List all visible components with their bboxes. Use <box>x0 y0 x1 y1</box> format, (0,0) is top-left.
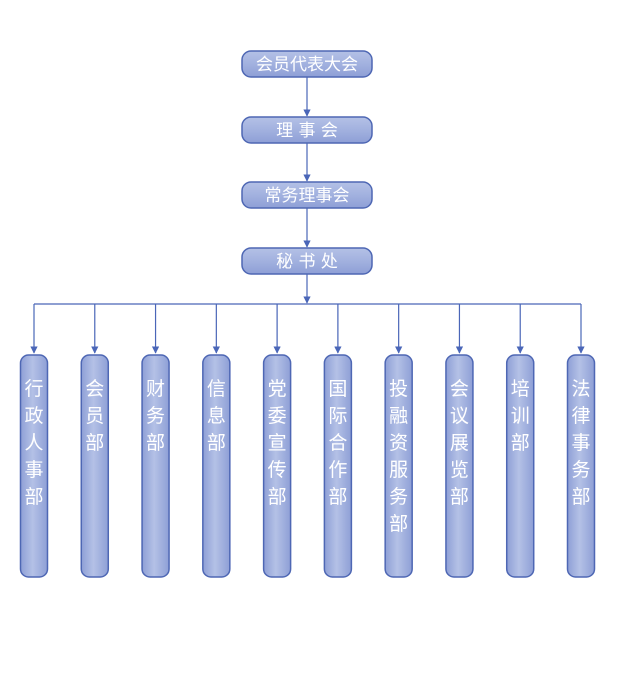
department-label: 会议展览部 <box>450 378 469 508</box>
department-finance: 财务部 <box>141 354 170 578</box>
department-membership: 会员部 <box>80 354 110 578</box>
department-box <box>566 354 596 578</box>
department-investment-finance: 投融资服务部 <box>384 354 413 578</box>
node-box <box>241 181 373 209</box>
department-label: 法律事务部 <box>571 378 590 508</box>
department-box <box>80 354 110 578</box>
department-label: 信息部 <box>207 378 226 454</box>
node-label: 常务理事会 <box>265 186 350 206</box>
department-exhibition: 会议展览部 <box>445 354 474 578</box>
department-row: 行政人事部 会员部 财务部 信息部 党委宣传部 国际合作部 投融资服务部 会议展览部 培训部 法律… <box>19 354 596 578</box>
department-training: 培训部 <box>505 354 535 578</box>
department-information: 信息部 <box>202 354 231 578</box>
department-label: 行政人事部 <box>24 378 43 508</box>
node-label: 会员代表大会 <box>256 55 358 75</box>
node-label: 秘 书 处 <box>276 252 338 272</box>
department-legal: 法律事务部 <box>566 354 596 578</box>
node-box <box>241 247 373 275</box>
department-international: 国际合作部 <box>323 354 353 578</box>
department-box <box>505 354 535 578</box>
node-council: 理 事 会 <box>241 116 373 144</box>
node-assembly: 会员代表大会 <box>241 50 373 78</box>
department-box <box>19 354 49 578</box>
department-label: 党委宣传部 <box>268 378 287 508</box>
connector-lines <box>30 77 585 354</box>
department-box <box>323 354 353 578</box>
node-box <box>241 50 373 78</box>
department-label: 投融资服务部 <box>389 378 408 535</box>
node-label: 理 事 会 <box>276 121 338 141</box>
department-box <box>445 354 474 578</box>
node-box <box>241 116 373 144</box>
node-secretariat: 秘 书 处 <box>241 247 373 275</box>
department-box <box>262 354 292 578</box>
node-standing-council: 常务理事会 <box>241 181 373 209</box>
department-box <box>141 354 170 578</box>
department-label: 培训部 <box>511 378 530 454</box>
department-party-publicity: 党委宣传部 <box>262 354 292 578</box>
department-box <box>384 354 413 578</box>
department-box <box>202 354 231 578</box>
department-label: 国际合作部 <box>328 378 347 508</box>
department-admin-hr: 行政人事部 <box>19 354 49 578</box>
department-label: 财务部 <box>146 378 165 454</box>
department-label: 会员部 <box>85 378 104 454</box>
